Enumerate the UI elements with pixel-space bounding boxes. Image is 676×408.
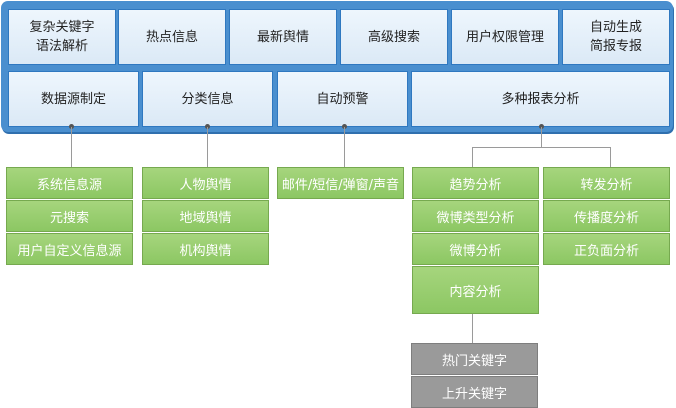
item-polarity-analysis[interactable]: 正负面分析 bbox=[543, 233, 670, 265]
feature-advanced-search[interactable]: 高级搜索 bbox=[340, 9, 448, 65]
item-region-sentiment[interactable]: 地域舆情 bbox=[142, 200, 269, 232]
item-custom-source[interactable]: 用户自定义信息源 bbox=[6, 233, 133, 265]
item-weibo-analysis[interactable]: 微博分析 bbox=[412, 233, 539, 265]
item-trend-analysis[interactable]: 趋势分析 bbox=[412, 167, 539, 199]
connector-line bbox=[472, 313, 473, 343]
item-spread-analysis[interactable]: 传播度分析 bbox=[543, 200, 670, 232]
feature-classification[interactable]: 分类信息 bbox=[142, 71, 273, 127]
connector-dot bbox=[342, 124, 347, 129]
item-weibo-type-analysis[interactable]: 微博类型分析 bbox=[412, 200, 539, 232]
item-meta-search[interactable]: 元搜索 bbox=[6, 200, 133, 232]
connector-line bbox=[344, 127, 345, 167]
connector-line bbox=[610, 147, 611, 167]
feature-report-analysis[interactable]: 多种报表分析 bbox=[411, 71, 670, 127]
connector-line bbox=[472, 147, 610, 148]
item-hot-keywords[interactable]: 热门关键字 bbox=[411, 343, 538, 375]
item-system-source[interactable]: 系统信息源 bbox=[6, 167, 133, 199]
feature-auto-alert[interactable]: 自动预警 bbox=[277, 71, 408, 127]
connector-line bbox=[207, 127, 208, 167]
item-person-sentiment[interactable]: 人物舆情 bbox=[142, 167, 269, 199]
connector-dot bbox=[69, 124, 74, 129]
item-content-analysis[interactable]: 内容分析 bbox=[412, 266, 539, 314]
item-repost-analysis[interactable]: 转发分析 bbox=[543, 167, 670, 199]
item-alert-channels[interactable]: 邮件/短信/弹窗/声音 bbox=[277, 167, 404, 199]
feature-auto-report[interactable]: 自动生成 简报专报 bbox=[562, 9, 670, 65]
feature-syntax-parsing[interactable]: 复杂关键字 语法解析 bbox=[8, 9, 116, 65]
feature-data-source[interactable]: 数据源制定 bbox=[8, 71, 139, 127]
connector-dot bbox=[539, 124, 544, 129]
feature-latest-sentiment[interactable]: 最新舆情 bbox=[229, 9, 337, 65]
feature-user-permissions[interactable]: 用户权限管理 bbox=[451, 9, 559, 65]
item-org-sentiment[interactable]: 机构舆情 bbox=[142, 233, 269, 265]
connector-line bbox=[71, 127, 72, 167]
feature-hot-info[interactable]: 热点信息 bbox=[118, 9, 226, 65]
connector-line bbox=[541, 127, 542, 147]
item-rising-keywords[interactable]: 上升关键字 bbox=[411, 376, 538, 408]
connector-dot bbox=[205, 124, 210, 129]
connector-line bbox=[472, 147, 473, 167]
